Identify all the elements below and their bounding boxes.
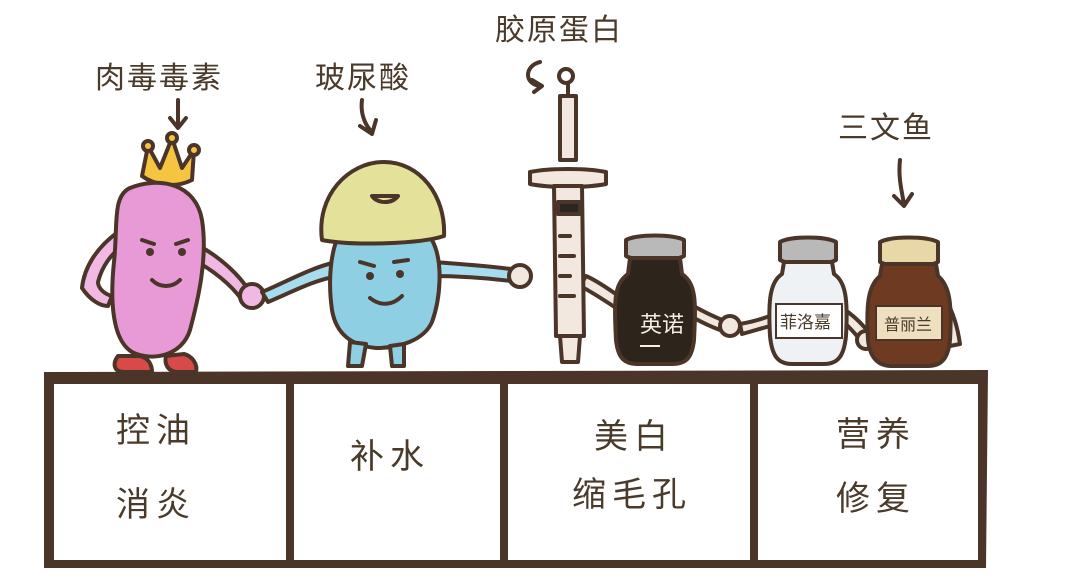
label-hyaluronic: 玻尿酸 — [315, 61, 411, 96]
box-oil-control — [54, 384, 286, 560]
category-boxes: 控油 消炎 补水 美白 缩毛孔 营养 修复 — [44, 370, 988, 568]
bottle-label-filorga: 菲洛嘉 — [780, 313, 831, 333]
label-collagen: 胶原蛋白 — [495, 13, 623, 48]
arrow-down-botox-icon — [168, 98, 188, 130]
label-salmon: 三文鱼 — [838, 111, 934, 146]
bottle-label-pulan: 普丽兰 — [884, 315, 932, 334]
box-text-4-line-1: 营养 — [836, 415, 916, 455]
box-repair — [758, 384, 978, 560]
arrow-down-salmon-icon — [892, 158, 914, 208]
character-syringe — [528, 67, 608, 364]
arrow-down-hyaluronic-icon — [358, 98, 378, 136]
box-hydration — [294, 384, 500, 560]
bottle-label-ying-nuo: 英诺 — [640, 313, 684, 338]
box-text-3-line-1: 美白 — [594, 417, 674, 457]
bottle-filorga: 菲洛嘉 — [767, 235, 849, 366]
box-whitening — [508, 384, 750, 560]
box-text-1-line-2: 消炎 — [116, 485, 196, 525]
label-botox: 肉毒毒素 — [95, 61, 223, 96]
box-text-2-line-1: 补水 — [350, 437, 430, 477]
box-text-3-line-2: 缩毛孔 — [572, 475, 692, 515]
bottle-pulan: 普丽兰 — [865, 235, 953, 368]
character-blue-bean — [319, 160, 447, 368]
arrow-curved-collagen-icon — [526, 60, 544, 94]
box-text-1-line-1: 控油 — [116, 411, 196, 451]
character-pink-bean — [110, 131, 206, 374]
box-text-4-line-2: 修复 — [836, 479, 916, 519]
bottle-ying-nuo: 英诺 — [613, 233, 697, 366]
